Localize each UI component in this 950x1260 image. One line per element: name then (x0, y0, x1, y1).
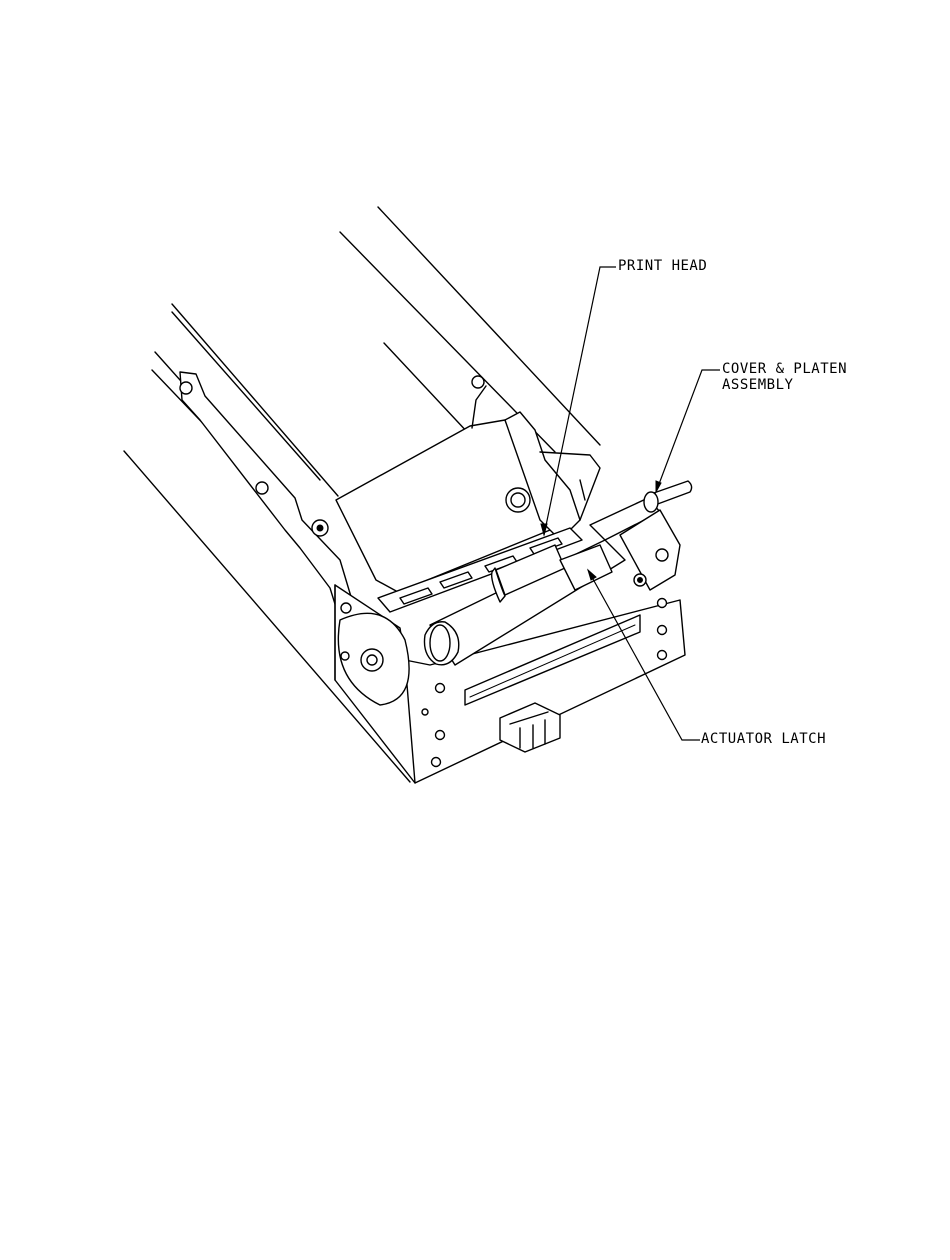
callout-cover-platen-line2: ASSEMBLY (722, 378, 793, 393)
callout-cover-platen-line1: COVER & PLATEN (722, 362, 847, 377)
left-side-plate (180, 372, 352, 620)
callout-actuator-latch: ACTUATOR LATCH (701, 732, 826, 747)
callout-print-head: PRINT HEAD (618, 259, 707, 274)
